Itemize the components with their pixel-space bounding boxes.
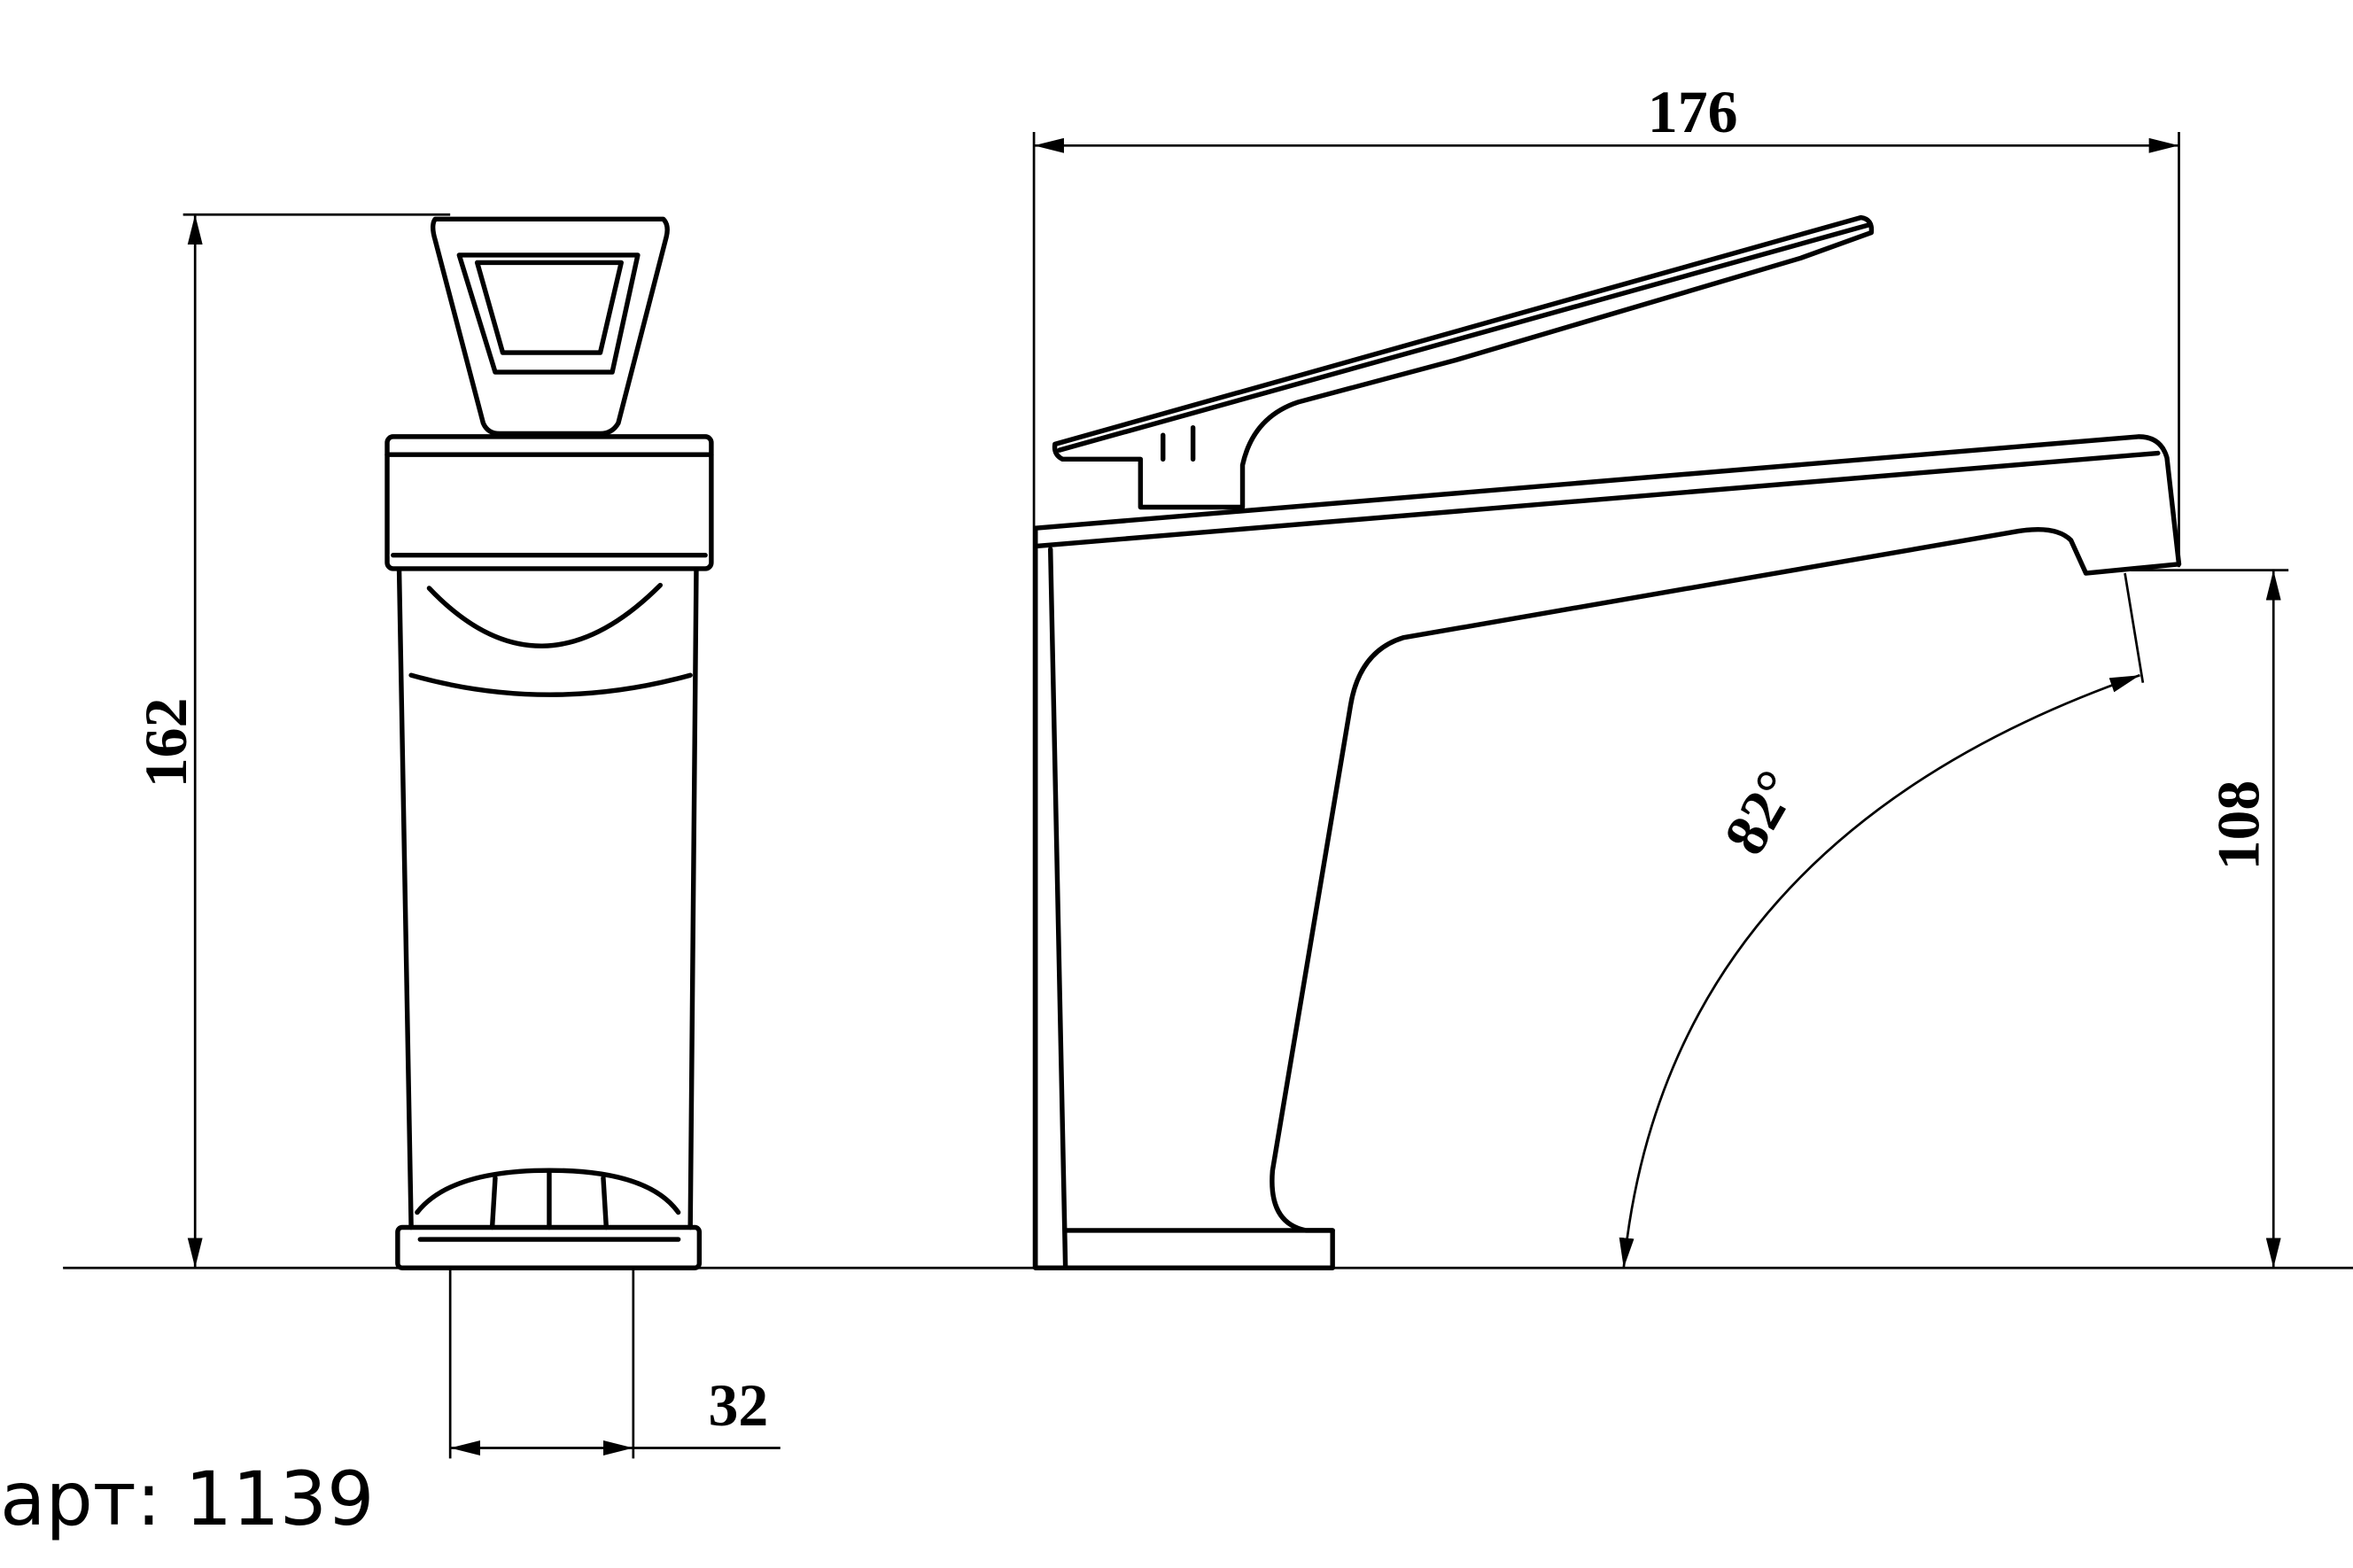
front-view bbox=[384, 216, 714, 1270]
side-view bbox=[1033, 214, 2182, 1270]
dimension-label-spout-height: 108 bbox=[2205, 780, 2271, 871]
dimension-176: 176 bbox=[1032, 79, 2180, 1269]
dimension-32: 32 bbox=[448, 1268, 780, 1459]
dimension-label-base-width: 32 bbox=[709, 1372, 769, 1439]
dimension-label-height: 162 bbox=[133, 698, 199, 788]
angle-82: 82° bbox=[1619, 572, 2145, 1269]
angle-label: 82° bbox=[1712, 759, 1811, 866]
dimension-108: 108 bbox=[2131, 569, 2289, 1269]
article-number: арт: 1139 bbox=[0, 1455, 375, 1542]
dimension-162: 162 bbox=[133, 213, 451, 1269]
dimension-label-length: 176 bbox=[1648, 79, 1738, 145]
